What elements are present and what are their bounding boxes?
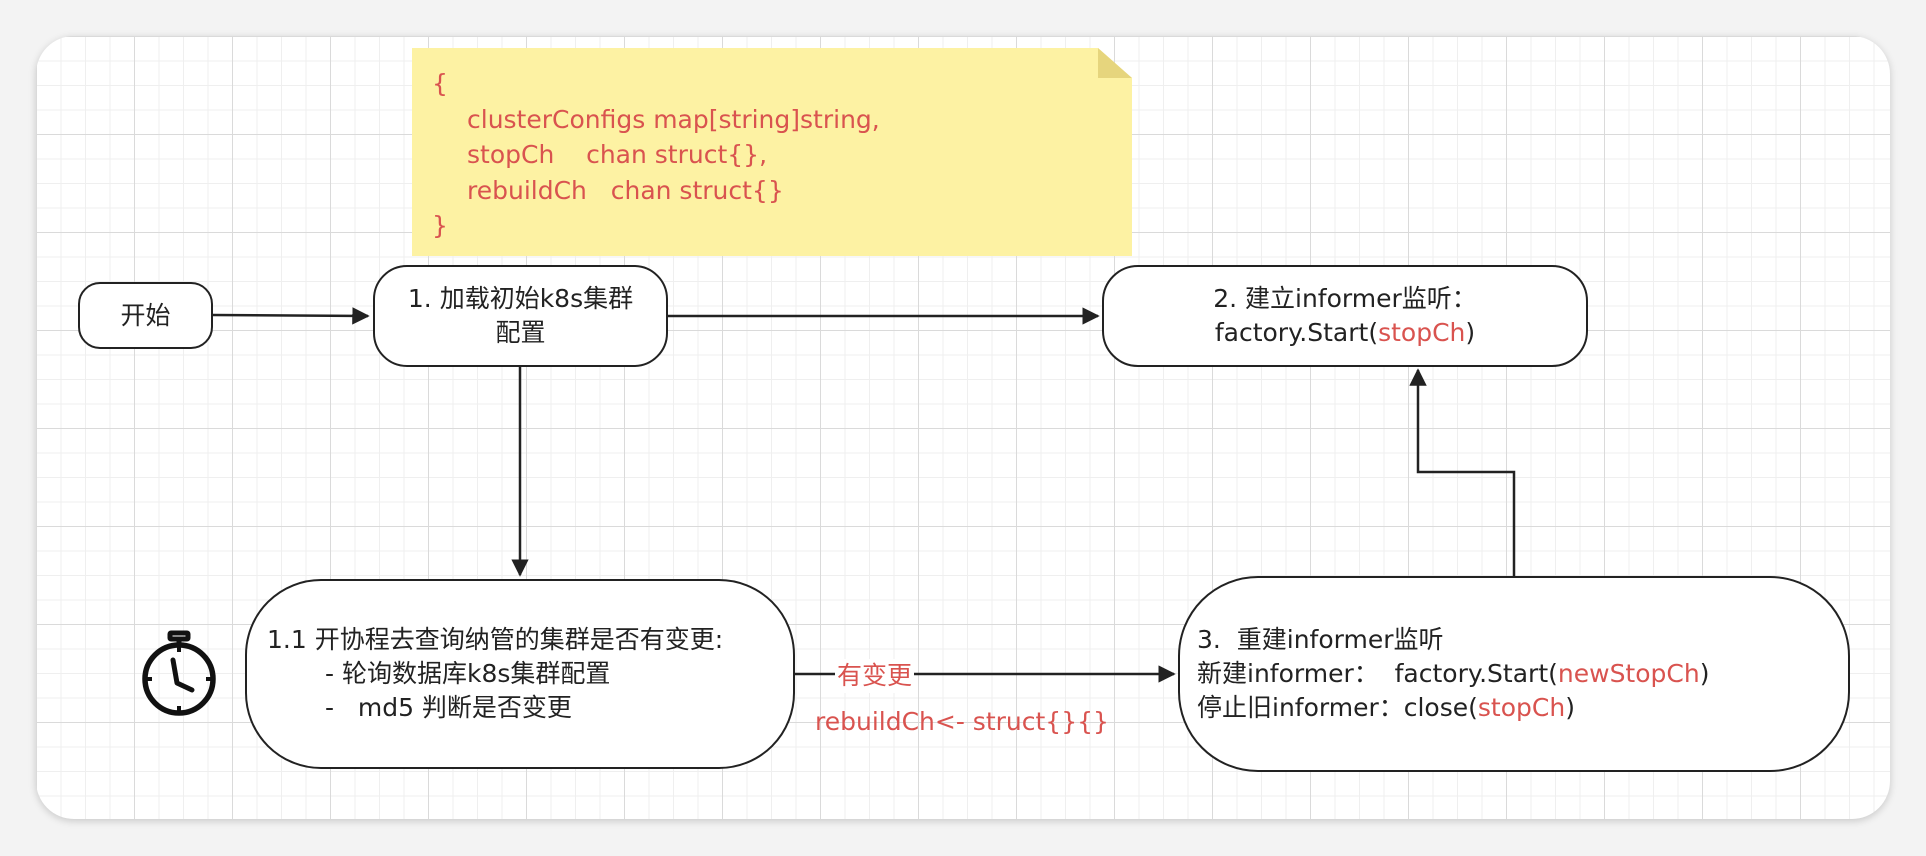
load-config-node: 1. 加载初始k8s集群 配置: [373, 265, 668, 367]
poll-changes-line-1: 1.1 开协程去查询纳管的集群是否有变更:: [267, 625, 724, 654]
struct-note: { clusterConfigs map[string]string, stop…: [412, 48, 1132, 256]
rebuild-stop-call: 停止旧informer：close(: [1197, 693, 1478, 722]
rebuild-new-var: newStopCh: [1557, 659, 1700, 688]
build-informer-close: ): [1465, 318, 1476, 347]
poll-changes-node: 1.1 开协程去查询纳管的集群是否有变更: - 轮询数据库k8s集群配置 - m…: [245, 579, 795, 769]
rebuild-line-1: 3. 重建informer监听: [1197, 625, 1444, 654]
rebuild-stop-close: ): [1565, 693, 1575, 722]
start-node: 开始: [78, 282, 213, 349]
start-node-label: 开始: [120, 300, 171, 330]
note-line-4: rebuildCh chan struct{}: [467, 175, 784, 205]
rebuild-new-call: 新建informer： factory.Start(: [1197, 659, 1558, 688]
rebuild-stop-var: stopCh: [1477, 693, 1566, 722]
rebuild-line-3: 停止旧informer：close(stopCh): [1197, 691, 1709, 725]
note-line-1: {: [432, 69, 448, 98]
stopwatch-icon: [142, 630, 216, 716]
edge-start-to-load: [212, 307, 370, 325]
build-informer-line-1: 2. 建立informer监听：: [1213, 284, 1477, 313]
edge-rebuild-to-informer: [1409, 368, 1516, 576]
load-config-line-2: 配置: [495, 318, 546, 347]
edge-change-action: rebuildCh<- struct{}{}: [815, 707, 1109, 736]
rebuild-new-close: ): [1699, 659, 1710, 688]
build-informer-var: stopCh: [1378, 318, 1466, 347]
build-informer-node: 2. 建立informer监听： factory.Start(stopCh): [1102, 265, 1588, 367]
note-line-3: stopCh chan struct{},: [467, 140, 768, 169]
edge-change-label: 有变更: [835, 659, 915, 693]
poll-changes-line-2: - 轮询数据库k8s集群配置: [325, 659, 611, 688]
note-line-5: }: [432, 211, 448, 240]
build-informer-line-2: factory.Start(stopCh): [1213, 316, 1477, 350]
note-line-2: clusterConfigs map[string]string,: [467, 104, 880, 134]
poll-changes-line-3: - md5 判断是否变更: [325, 693, 572, 722]
rebuild-line-2: 新建informer： factory.Start(newStopCh): [1197, 657, 1709, 691]
rebuild-informer-node: 3. 重建informer监听 新建informer： factory.Star…: [1178, 576, 1850, 772]
load-config-line-1: 1. 加载初始k8s集群: [407, 284, 634, 313]
build-informer-call: factory.Start(: [1214, 318, 1379, 347]
